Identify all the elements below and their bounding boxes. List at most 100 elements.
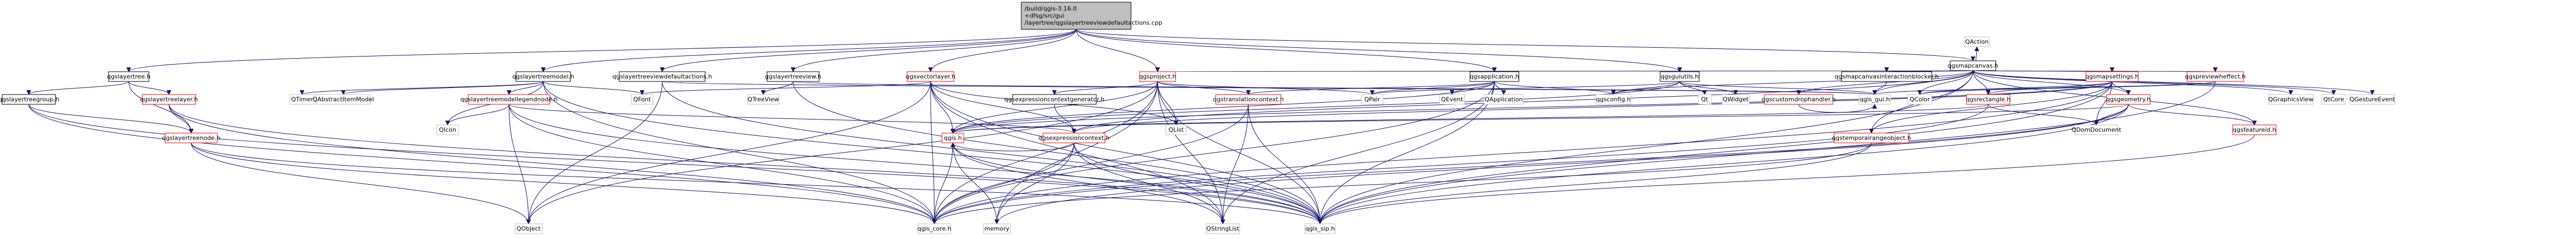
node-QStringList: QStringList [1205, 223, 1240, 234]
edge-qgsvectorlayer_h-to-qgis_core_h [930, 81, 934, 224]
node-label-qgis_gui_h: qgis_gui.h [1859, 96, 1890, 103]
edge-qgslayertreelayer_h-to-qgis_core_h [168, 104, 934, 224]
edge-qgsfeatureid_h-to-qgis_sip_h [1320, 134, 2255, 224]
edge-qgsgeometry_h-to-qgis_h [953, 104, 2129, 134]
node-label-QDomDocument: QDomDocument [2071, 127, 2121, 134]
node-qgspreviewheffect_h[interactable]: qgspreviewheffect.h [2185, 71, 2246, 82]
node-QWidget: QWidget [1721, 94, 1750, 105]
node-QGestureEvent: QGestureEvent [2349, 94, 2395, 105]
node-box-qgstranslationcontext_h [1215, 94, 1281, 105]
node-qgsvectorlayer_h[interactable]: qgsvectorlayer.h [906, 71, 956, 82]
node-label-root: /layertree/qgslayertreeviewdefaultaction… [1025, 20, 1163, 27]
node-QtCore: QtCore [2321, 94, 2346, 105]
node-qgscustomdrophandler_h[interactable]: qgscustomdrophandler.h [1762, 94, 1836, 105]
node-QTreeView: QTreeView [747, 94, 780, 105]
node-qgsmapsettings_h[interactable]: qgsmapsettings.h [2085, 71, 2139, 82]
edge-qgsproject_h-to-qgis_sip_h [1157, 81, 1320, 224]
edge-qgsproject_h-to-qgsexpressioncontextgenerator_h [1054, 81, 1158, 95]
edge-qgslayertreemodel_h-to-QFont [543, 81, 642, 95]
node-label-qgslayertreeview_h: qgslayertreeview.h [765, 73, 821, 80]
node-label-memory: memory [984, 225, 1009, 232]
node-label-qgis_h: qgis.h [944, 135, 962, 142]
node-box-qgsguiutils_h [1660, 71, 1700, 82]
node-qgsconfig_h: qgsconfig.h [1595, 94, 1631, 105]
node-box-QTreeView [747, 94, 780, 105]
node-qgslayertreenode_h[interactable]: qgslayertreenode.h [162, 133, 221, 143]
node-label-qgsvectorlayer_h: qgsvectorlayer.h [906, 73, 956, 80]
node-QApplication: QApplication [1484, 94, 1524, 105]
node-qgsexpressioncontext_h[interactable]: qgsexpressioncontext.h [1039, 133, 1110, 143]
edge-qgsmapcanvas_h-to-QGestureEvent [1972, 70, 2372, 95]
node-qgslayertreemodel_h: qgslayertreemodel.h [512, 71, 574, 82]
edge-qgslayertreemodellegendnode_h-to-QObject [508, 104, 529, 224]
node-qgstranslationcontext_h[interactable]: qgstranslationcontext.h [1213, 94, 1284, 105]
node-box-QGraphicsView [2268, 94, 2314, 105]
edge-qgsguiutils_h-to-qgsconfig_h [1613, 81, 1680, 95]
node-box-QApplication [1484, 94, 1524, 105]
node-box-qgslayertreemodellegendnode_h [468, 94, 550, 105]
node-qgstemporalrangeobject_h[interactable]: qgstemporalrangeobject.h [1832, 133, 1911, 143]
edge-qgsproject_h-to-qgstranslationcontext_h [1157, 81, 1248, 95]
node-label-root: +dfsg/src/gui [1025, 12, 1064, 20]
node-QAction: QAction [1964, 36, 1990, 47]
edge-qgsvectorlayer_h-to-qgis_sip_h [930, 81, 1320, 224]
node-box-root [1021, 2, 1132, 30]
edge-qgslayertreemodellegendnode_h-to-QIcon [448, 104, 510, 125]
node-qgis_h[interactable]: qgis.h [941, 133, 964, 143]
edge-qgslayertree_h-to-qgslayertreegroup_h [29, 81, 129, 95]
node-box-qgis_core_h [918, 223, 951, 234]
node-box-QAction [1964, 36, 1990, 47]
node-label-QEvent: QEvent [1441, 96, 1463, 103]
node-label-QAction: QAction [1965, 39, 1988, 46]
node-qgsproject_h[interactable]: qgsproject.h [1139, 71, 1176, 82]
edge-qgslayertreemodel_h-to-QTimer [302, 81, 544, 95]
node-label-qgsmapsettings_h: qgsmapsettings.h [2085, 73, 2139, 80]
edge-root-to-qgslayertreeviewdefaultactions_h [662, 29, 1077, 72]
node-qgslayertreemodellegendnode_h[interactable]: qgslayertreemodellegendnode.h [460, 94, 558, 105]
node-box-qgsexpressioncontextgenerator_h [1012, 94, 1097, 105]
node-box-QTimer [290, 94, 315, 105]
node-box-qgslayertreeview_h [766, 71, 820, 82]
node-box-qgstemporalrangeobject_h [1833, 133, 1909, 143]
node-label-QList: QList [1168, 127, 1184, 134]
edge-qgslayertreemodel_h-to-qgis_core_h [543, 81, 934, 224]
node-label-qgsmapcanvas_h: qgsmapcanvas.h [1947, 62, 1998, 70]
edge-qgsvectorlayer_h-to-QObject [529, 81, 931, 224]
edge-qgsmapcanvas_h-to-qgsgeometry_h [1972, 70, 2128, 95]
edge-qgsrectangle_h-to-qgis_h [953, 104, 1989, 134]
node-box-qgis_gui_h [1858, 94, 1891, 105]
edge-qgsapplication_h-to-qgsconfig_h [1494, 81, 1613, 95]
node-box-QGestureEvent [2349, 94, 2395, 105]
edge-qgsproject_h-to-qgis_core_h [934, 81, 1158, 224]
node-box-QAbstractItemModel [316, 94, 371, 105]
node-qgslayertreegroup_h: qgslayertreegroup.h [0, 94, 59, 105]
edge-qgstemporalrangeobject_h-to-qgis_core_h [934, 142, 1872, 224]
node-box-QStringList [1205, 223, 1240, 234]
node-box-QEvent [1439, 94, 1465, 105]
node-label-qgstemporalrangeobject_h: qgstemporalrangeobject.h [1832, 135, 1911, 142]
edge-qgsapplication_h-to-qgis_h [953, 81, 1495, 134]
node-box-memory [983, 223, 1011, 234]
node-box-QWidget [1721, 94, 1750, 105]
node-qgsrectangle_h[interactable]: qgsrectangle.h [1966, 94, 2010, 105]
node-label-qgslayertreenode_h: qgslayertreenode.h [162, 135, 220, 142]
edge-qgsgeometry_h-to-qgsfeatureid_h [2128, 104, 2254, 125]
node-qgsfeatureid_h[interactable]: qgsfeatureid.h [2232, 124, 2277, 135]
edge-qgsexpressioncontext_h-to-QStringList [1073, 142, 1223, 224]
edge-qgsapplication_h-to-QApplication [1494, 81, 1504, 95]
node-qgslayertreelayer_h[interactable]: qgslayertreelayer.h [140, 94, 198, 105]
node-label-qgsproject_h: qgsproject.h [1139, 73, 1176, 80]
node-box-QColor [1907, 94, 1932, 105]
node-label-qgsapplication_h: qgsapplication.h [1470, 73, 1519, 80]
edge-qgsmapsettings_h-to-qgis_core_h [934, 81, 2113, 224]
node-label-qgis_sip_h: qgis_sip.h [1305, 225, 1335, 232]
node-qgslayertree_h: qgslayertree.h [107, 71, 150, 82]
edge-qgsmapsettings_h-to-qgis_h [953, 81, 2113, 134]
node-box-Qt [1698, 94, 1712, 105]
node-label-QtCore: QtCore [2323, 96, 2345, 103]
node-qgsgeometry_h[interactable]: qgsgeometry.h [2106, 94, 2151, 105]
edge-qgslayertreemodel_h-to-QAbstractItemModel [343, 81, 544, 95]
edge-qgsguiutils_h-to-QPair [1372, 81, 1680, 95]
node-label-qgis_core_h: qgis_core.h [918, 225, 952, 232]
